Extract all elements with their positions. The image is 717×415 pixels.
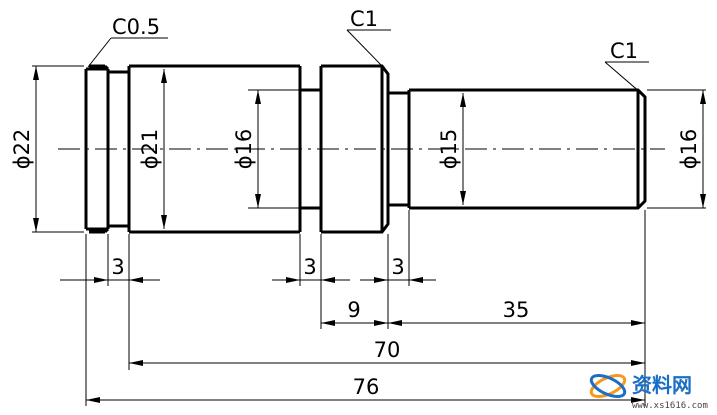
label-len-70: 70	[374, 338, 401, 362]
watermark-logo-icon	[589, 373, 627, 399]
shaft-outline	[84, 64, 647, 234]
label-d15: ϕ15	[437, 129, 461, 170]
chamfer-right: C1	[610, 39, 638, 63]
label-len-35: 35	[503, 298, 530, 322]
label-d22: ϕ22	[10, 129, 34, 170]
extension-lines	[32, 65, 706, 406]
watermark-text: 资料网	[632, 373, 692, 397]
label-groove-right: 3	[391, 255, 404, 279]
chamfer-left: C0.5	[112, 15, 160, 39]
length-dimensions	[60, 277, 645, 403]
label-groove-middle: 3	[303, 255, 316, 279]
chamfer-middle: C1	[350, 7, 378, 31]
watermark-url: www.xs1616.com	[632, 401, 708, 411]
label-d16-right: ϕ16	[677, 129, 701, 170]
label-len-9: 9	[347, 298, 360, 322]
label-groove-left: 3	[111, 255, 124, 279]
diameter-dimensions	[33, 66, 706, 232]
chamfer-leaders	[87, 29, 649, 94]
watermark: 资料网 www.xs1616.com	[589, 373, 708, 411]
label-len-76: 76	[353, 375, 380, 399]
label-d21: ϕ21	[138, 129, 162, 170]
label-d16-left: ϕ16	[232, 129, 256, 170]
